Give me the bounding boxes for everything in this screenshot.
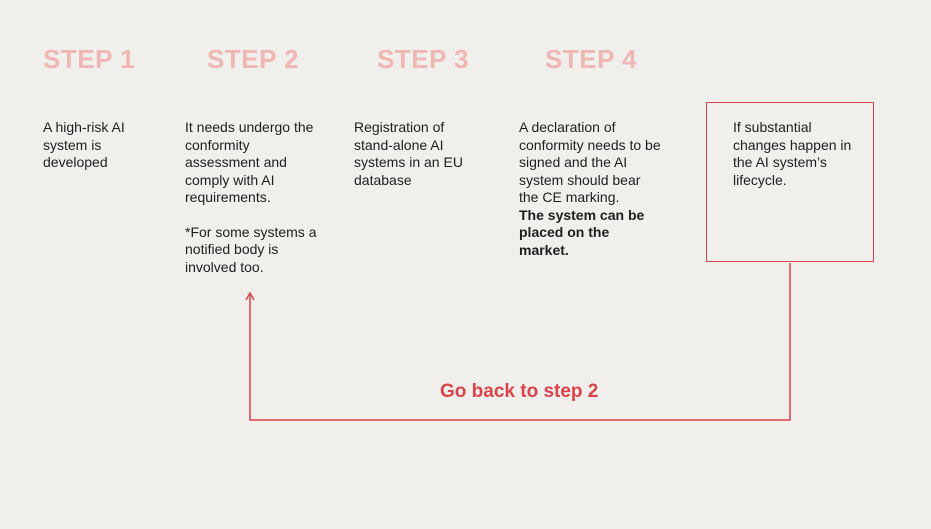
step-2-text: It needs undergo the conformity assessme… (185, 119, 314, 205)
step-4-bold-text: The system can be placed on the market. (519, 206, 645, 258)
condition-text: If substantial changes happen in the AI … (733, 119, 852, 188)
step-4-text: A declaration of conformity needs to be … (519, 119, 661, 205)
step-3-title: STEP 3 (377, 44, 470, 74)
step-1-title: STEP 1 (43, 44, 136, 74)
step-2-note: *For some systems a notified body is inv… (185, 223, 317, 275)
step-4-title: STEP 4 (545, 44, 638, 74)
step-4-description: A declaration of conformity needs to be … (519, 119, 661, 259)
condition-box (706, 102, 874, 262)
step-1-text: A high-risk AI system is developed (43, 119, 125, 170)
step-3-text: Registration of stand-alone AI systems i… (354, 119, 463, 188)
loop-back-label: Go back to step 2 (440, 381, 599, 402)
loop-back-line (249, 263, 791, 421)
step-1-description: A high-risk AI system is developed (43, 119, 143, 172)
arrowhead-icon (245, 291, 255, 301)
step-2-description: It needs undergo the conformity assessme… (185, 119, 317, 276)
step-2-title: STEP 2 (207, 44, 300, 74)
step-3-description: Registration of stand-alone AI systems i… (354, 119, 474, 189)
